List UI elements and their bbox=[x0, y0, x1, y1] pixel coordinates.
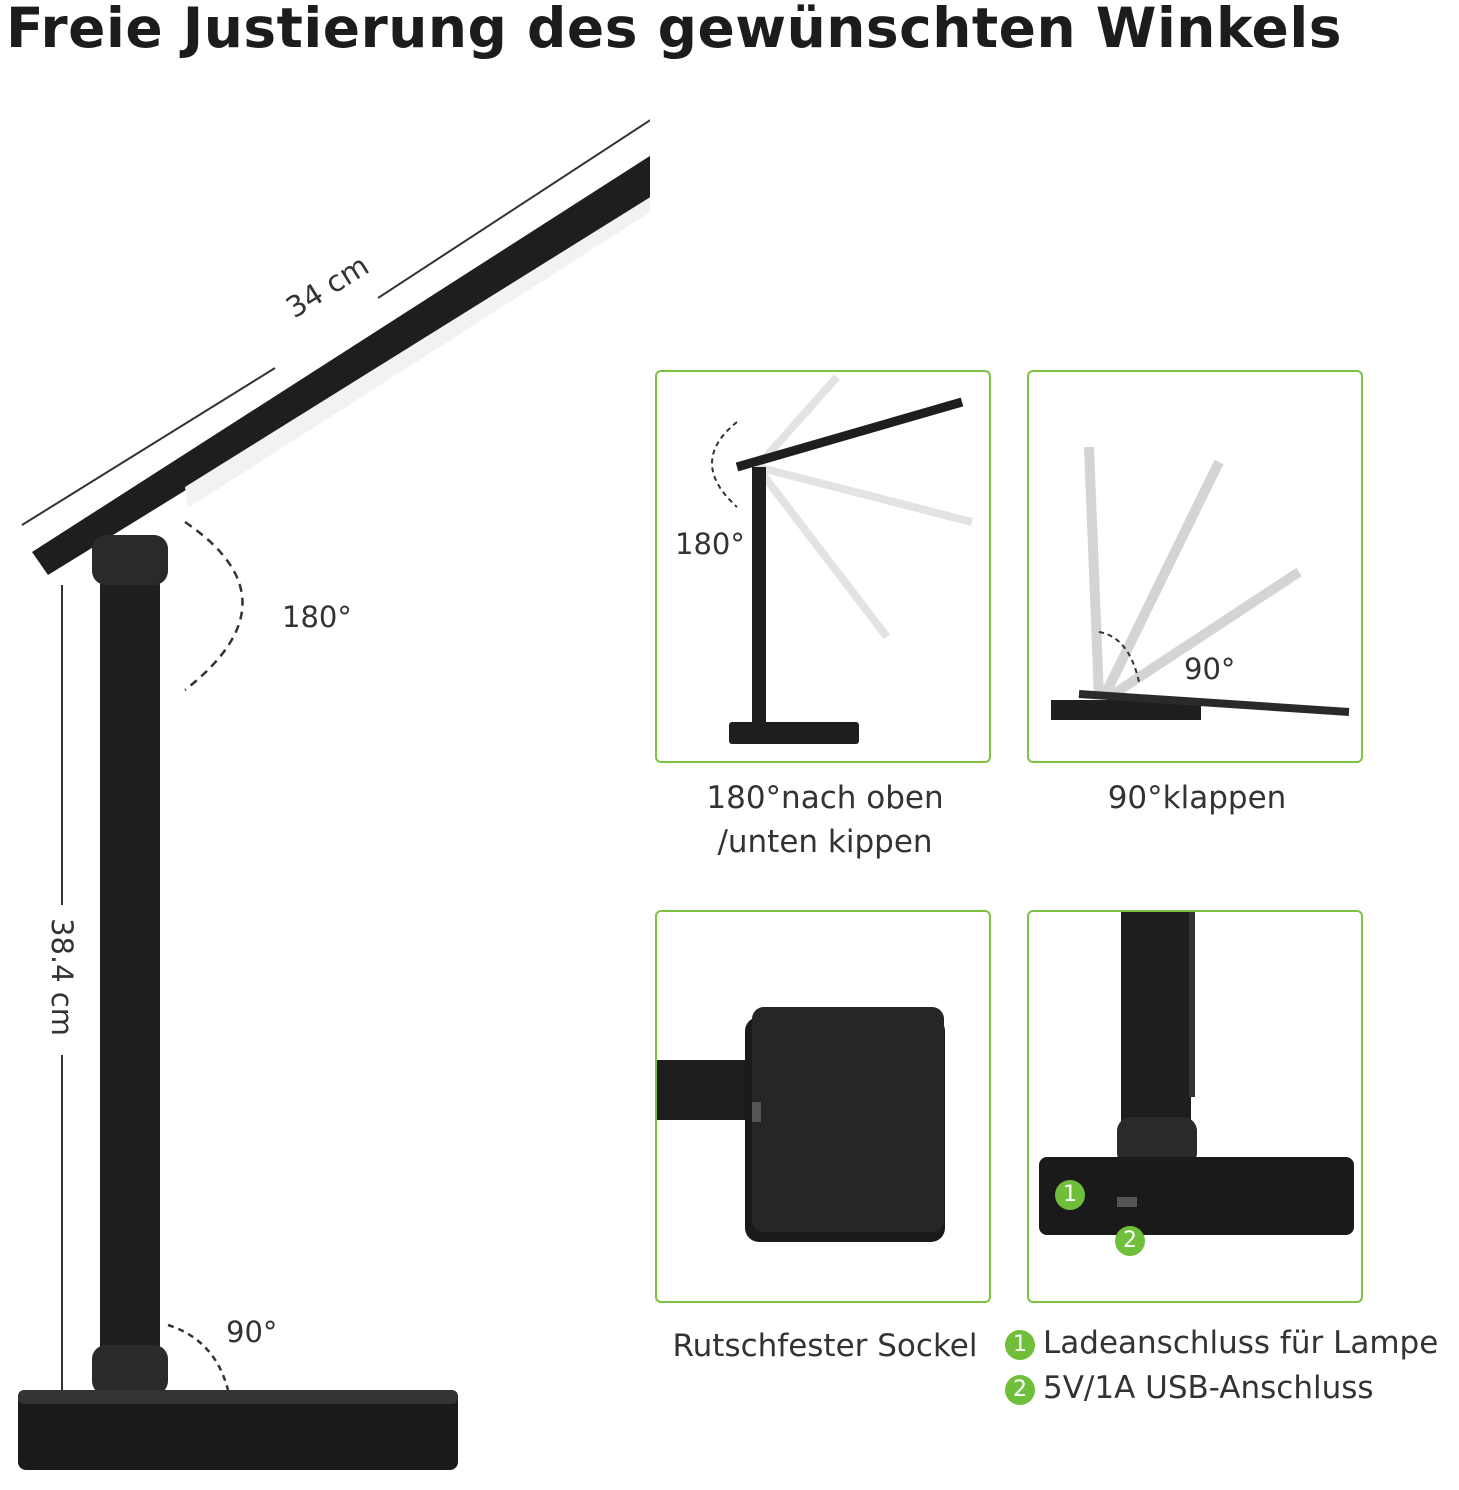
panel-fold-angle: 90° bbox=[1184, 652, 1236, 686]
panel-ports: 1 2 bbox=[1027, 910, 1363, 1303]
rotation-arc-base bbox=[167, 1323, 230, 1391]
lamp-post bbox=[100, 555, 160, 1365]
height-label: 38.4 cm bbox=[45, 918, 79, 1036]
marker-1: 1 bbox=[1055, 1180, 1085, 1210]
led-panel bbox=[185, 197, 650, 508]
panel-fold-caption: 90°klappen bbox=[1107, 780, 1287, 816]
page-title: Freie Justierung des gewünschten Winkels bbox=[6, 0, 1342, 60]
base-angle-label: 90° bbox=[226, 1315, 278, 1349]
arm-dimension-line bbox=[21, 119, 650, 526]
lamp-illustration bbox=[18, 119, 650, 1470]
head-angle-label: 180° bbox=[282, 600, 352, 634]
panel-tilt: 180° bbox=[655, 370, 991, 763]
rotation-arc-head bbox=[184, 520, 244, 691]
marker-2: 2 bbox=[1115, 1226, 1145, 1256]
panel-base bbox=[655, 910, 991, 1303]
panel-tilt-caption: 180°nach oben /unten kippen bbox=[706, 780, 944, 860]
panel-base-caption: Rutschfester Sockel bbox=[672, 1328, 978, 1364]
panel-fold: 90° bbox=[1027, 370, 1363, 763]
panel-tilt-angle: 180° bbox=[675, 527, 745, 561]
lamp-head bbox=[32, 155, 650, 575]
lamp-base bbox=[18, 1390, 458, 1470]
